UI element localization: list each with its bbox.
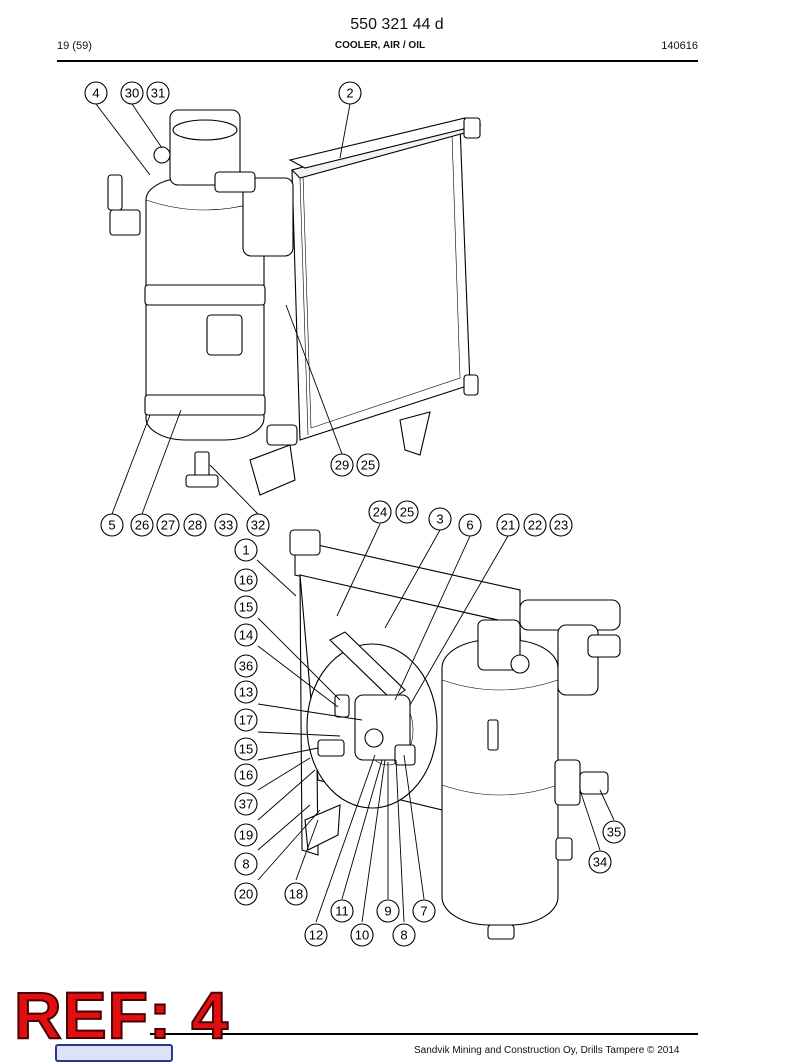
callout: 34 — [588, 850, 612, 874]
callout: 23 — [549, 513, 573, 537]
svg-text:3: 3 — [436, 512, 443, 527]
svg-text:21: 21 — [501, 518, 515, 533]
svg-text:7: 7 — [420, 904, 427, 919]
svg-text:24: 24 — [373, 505, 387, 520]
callout: 8 — [234, 852, 258, 876]
svg-text:33: 33 — [219, 518, 233, 533]
svg-text:5: 5 — [108, 518, 115, 533]
callout: 20 — [234, 882, 258, 906]
callout: 5 — [100, 513, 124, 537]
svg-text:16: 16 — [239, 573, 253, 588]
callout: 16 — [234, 763, 258, 787]
callout: 11 — [330, 899, 354, 923]
svg-text:30: 30 — [125, 86, 139, 101]
svg-text:19: 19 — [239, 828, 253, 843]
svg-text:15: 15 — [239, 742, 253, 757]
callout: 12 — [304, 923, 328, 947]
filter-upper — [242, 177, 294, 257]
svg-text:4: 4 — [92, 86, 99, 101]
leader-lines — [95, 103, 615, 923]
lower-assembly — [289, 529, 621, 940]
svg-text:17: 17 — [239, 713, 253, 728]
svg-text:25: 25 — [400, 505, 414, 520]
svg-text:8: 8 — [400, 928, 407, 943]
svg-text:22: 22 — [528, 518, 542, 533]
callout: 28 — [183, 513, 207, 537]
svg-text:20: 20 — [239, 887, 253, 902]
callout: 22 — [523, 513, 547, 537]
svg-text:34: 34 — [593, 855, 607, 870]
callout: 37 — [234, 792, 258, 816]
svg-text:16: 16 — [239, 768, 253, 783]
callout-group: 4 30 31 2 29 25 5 26 27 28 33 32 24 25 3… — [84, 81, 626, 947]
svg-text:18: 18 — [289, 887, 303, 902]
callout: 13 — [234, 680, 258, 704]
callout: 3 — [428, 507, 452, 531]
svg-text:6: 6 — [466, 518, 473, 533]
svg-text:35: 35 — [607, 825, 621, 840]
svg-text:32: 32 — [251, 518, 265, 533]
callout: 19 — [234, 823, 258, 847]
svg-text:10: 10 — [355, 928, 369, 943]
callout: 26 — [130, 513, 154, 537]
callout: 15 — [234, 737, 258, 761]
callout: 30 — [120, 81, 144, 105]
callout: 31 — [146, 81, 170, 105]
callout: 32 — [246, 513, 270, 537]
svg-text:2: 2 — [346, 86, 353, 101]
callout: 2 — [338, 81, 362, 105]
header-divider — [57, 60, 698, 62]
svg-text:11: 11 — [335, 904, 349, 919]
callout: 36 — [234, 654, 258, 678]
svg-text:23: 23 — [554, 518, 568, 533]
svg-text:25: 25 — [361, 458, 375, 473]
document-date: 140616 — [661, 40, 698, 52]
callout: 25 — [395, 500, 419, 524]
callout: 7 — [412, 899, 436, 923]
callout: 21 — [496, 513, 520, 537]
footer-divider — [150, 1033, 698, 1035]
callout: 35 — [602, 820, 626, 844]
svg-text:36: 36 — [239, 659, 253, 674]
callout: 14 — [234, 623, 258, 647]
footer-copyright: Sandvik Mining and Construction Oy, Dril… — [414, 1045, 680, 1056]
svg-text:12: 12 — [309, 928, 323, 943]
callout: 8 — [392, 923, 416, 947]
callout: 1 — [234, 538, 258, 562]
page-count: 19 (59) — [57, 40, 92, 52]
callout: 33 — [214, 513, 238, 537]
page-title: COOLER, AIR / OIL — [334, 40, 426, 51]
callout: 10 — [350, 923, 374, 947]
svg-text:15: 15 — [239, 600, 253, 615]
air-oil-tank-lower — [441, 639, 559, 926]
ref-stamp: REF: 4 — [13, 978, 230, 1052]
svg-text:13: 13 — [239, 685, 253, 700]
callout: 4 — [84, 81, 108, 105]
svg-text:27: 27 — [161, 518, 175, 533]
svg-text:14: 14 — [239, 628, 253, 643]
document-number: 550 321 44 d — [350, 16, 444, 33]
svg-text:37: 37 — [239, 797, 253, 812]
svg-text:31: 31 — [151, 86, 165, 101]
svg-text:9: 9 — [384, 904, 391, 919]
callout: 27 — [156, 513, 180, 537]
upper-assembly — [107, 109, 482, 496]
svg-text:1: 1 — [242, 543, 249, 558]
callout: 15 — [234, 595, 258, 619]
callout: 17 — [234, 708, 258, 732]
callout: 6 — [458, 513, 482, 537]
svg-text:26: 26 — [135, 518, 149, 533]
callout: 25 — [356, 453, 380, 477]
callout: 24 — [368, 500, 392, 524]
svg-text:29: 29 — [335, 458, 349, 473]
callout: 18 — [284, 882, 308, 906]
svg-text:28: 28 — [188, 518, 202, 533]
callout: 29 — [330, 453, 354, 477]
callout: 9 — [376, 899, 400, 923]
svg-text:8: 8 — [242, 857, 249, 872]
callout: 16 — [234, 568, 258, 592]
